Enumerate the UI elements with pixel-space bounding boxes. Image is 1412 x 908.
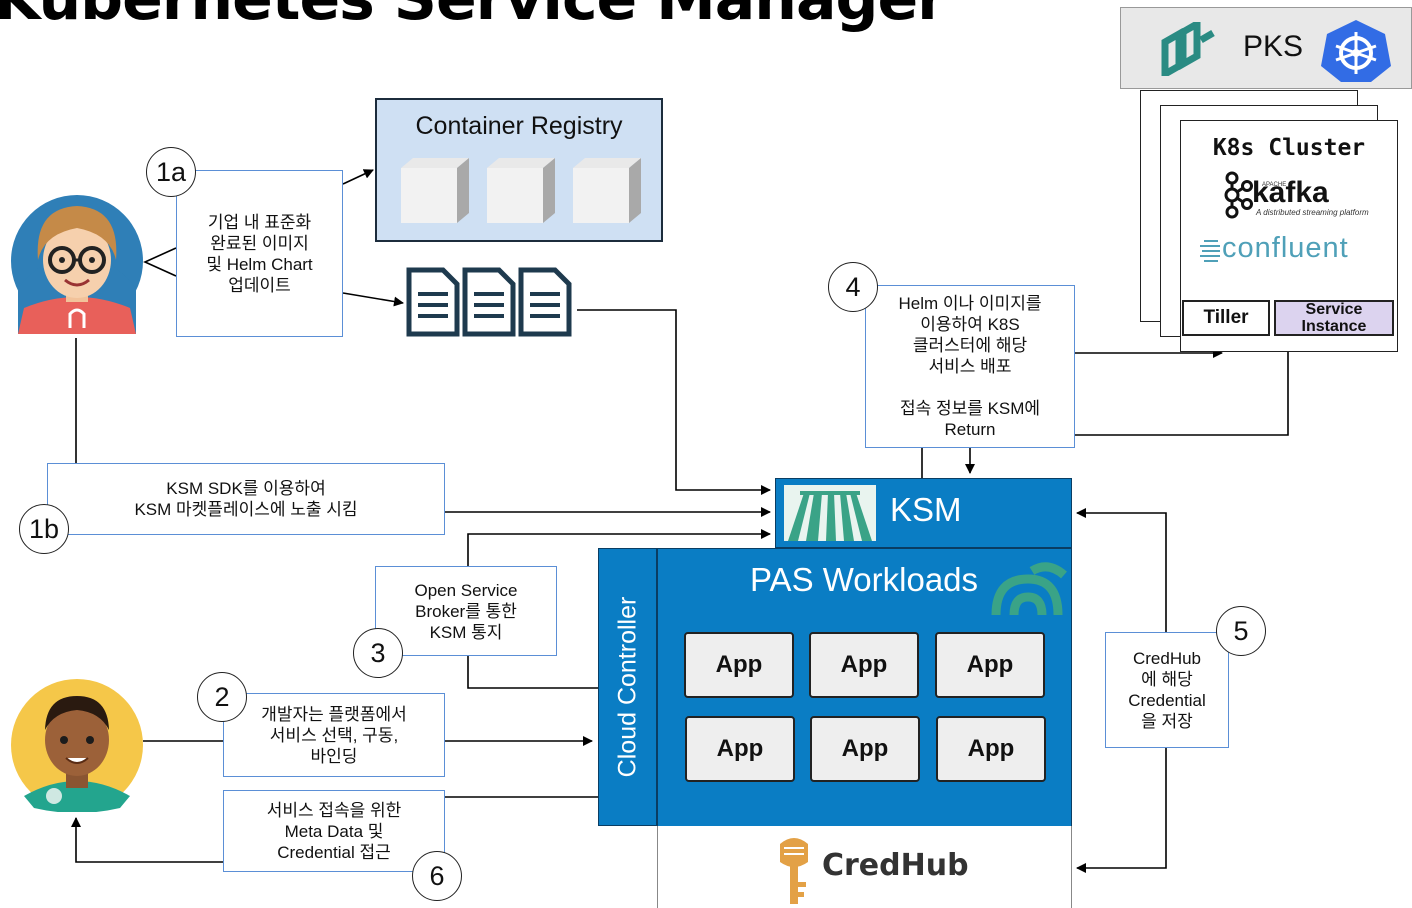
app-tile: App — [936, 716, 1046, 782]
step-5-note: CredHub 에 해당 Credential 을 저장 — [1105, 632, 1229, 748]
pks-label: PKS — [1243, 30, 1304, 63]
step-6-note: 서비스 접속을 위한 Meta Data 및 Credential 접근 — [223, 790, 445, 872]
cloud-controller-label: Cloud Controller — [613, 596, 641, 778]
credhub-box: CredHub — [657, 826, 1072, 908]
app-tile: App — [684, 632, 794, 698]
app-tile: App — [685, 716, 795, 782]
step-1a-note: 기업 내 표준화 완료된 이미지 및 Helm Chart 업데이트 — [176, 170, 343, 337]
admin-avatar — [11, 195, 143, 334]
to-credhub-arrow-5 — [1076, 748, 1167, 873]
note6-to-dev-arrow — [71, 817, 223, 863]
service-instance-box: Service Instance — [1274, 300, 1394, 336]
kafka-apache-tag: APACHE — [1262, 182, 1287, 188]
step-1b-note: KSM SDK를 이용하여 KSM 마켓플레이스에 노출 시킴 — [47, 463, 445, 535]
credhub-key-icon — [780, 838, 808, 904]
kafka-logo-icon — [1224, 171, 1253, 219]
developer-avatar — [11, 679, 143, 812]
step-5-badge: 5 — [1216, 606, 1266, 656]
pivotal-logo-icon — [1161, 22, 1215, 76]
step-2-note: 개발자는 플랫폼에서 서비스 선택, 구동, 바인딩 — [223, 693, 445, 777]
diagram-title: Kubernetes Service Manager — [0, 0, 947, 34]
docs-to-ksm-arrow — [577, 309, 771, 495]
confluent-logo-icon — [1200, 240, 1220, 262]
cluster-return-line — [1075, 350, 1289, 436]
kafka-wordmark: kafka — [1252, 176, 1329, 209]
kubernetes-icon — [1321, 20, 1391, 82]
tiller-box: Tiller — [1182, 300, 1270, 336]
helm-chart-document-icons — [406, 267, 572, 337]
pas-workloads-title: PAS Workloads — [750, 561, 979, 598]
pks-banner: PKS — [1120, 7, 1412, 89]
step-3-note: Open Service Broker를 통한 KSM 통지 — [375, 566, 557, 656]
kafka-tagline: A distributed streaming platform — [1256, 208, 1369, 217]
note-to-registry-arrow — [342, 169, 374, 185]
cloud-controller-box: Cloud Controller — [598, 548, 657, 826]
step-1b-badge: 1b — [19, 504, 69, 554]
container-image-icons — [401, 158, 641, 223]
step-2-badge: 2 — [197, 672, 247, 722]
k8s-cluster-title: K8s Cluster — [1212, 135, 1366, 161]
admin-to-note-line — [143, 247, 177, 277]
app-tile: App — [935, 632, 1045, 698]
container-registry: Container Registry — [375, 98, 663, 242]
step-4-note: Helm 이나 이미지를 이용하여 K8S 클러스터에 해당 서비스 배포 접속… — [865, 285, 1075, 448]
credhub-label: CredHub — [822, 848, 969, 883]
note-to-docs-arrow — [342, 292, 404, 307]
app-tile: App — [809, 632, 919, 698]
step-1a-badge: 1a — [146, 147, 196, 197]
confluent-wordmark: confluent — [1222, 232, 1349, 264]
step-3-badge: 3 — [353, 628, 403, 678]
ksm-label: KSM — [890, 491, 962, 528]
to-ksm-arrow-5 — [1076, 508, 1167, 632]
registry-title: Container Registry — [415, 112, 623, 140]
ksm-box: KSM — [775, 478, 1072, 548]
step-6-badge: 6 — [412, 851, 462, 901]
ksm-logo-icon — [784, 485, 876, 541]
step-4-badge: 4 — [828, 262, 878, 312]
pas-workloads-box: PAS Workloads App App App App App App — [657, 548, 1072, 828]
app-tile: App — [810, 716, 920, 782]
pivotal-cloud-icon — [991, 562, 1067, 615]
